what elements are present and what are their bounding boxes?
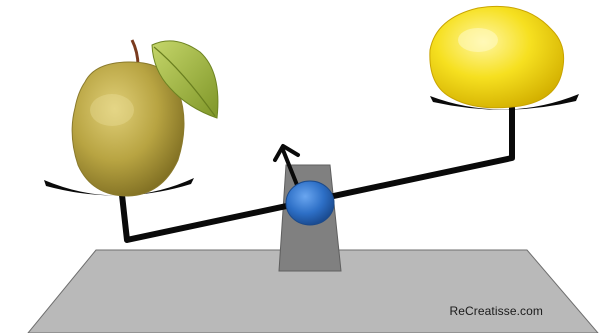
watermark-text: ReCreatisse.com (449, 304, 543, 318)
pivot-ball (286, 181, 334, 225)
lemon-fruit (430, 6, 564, 107)
